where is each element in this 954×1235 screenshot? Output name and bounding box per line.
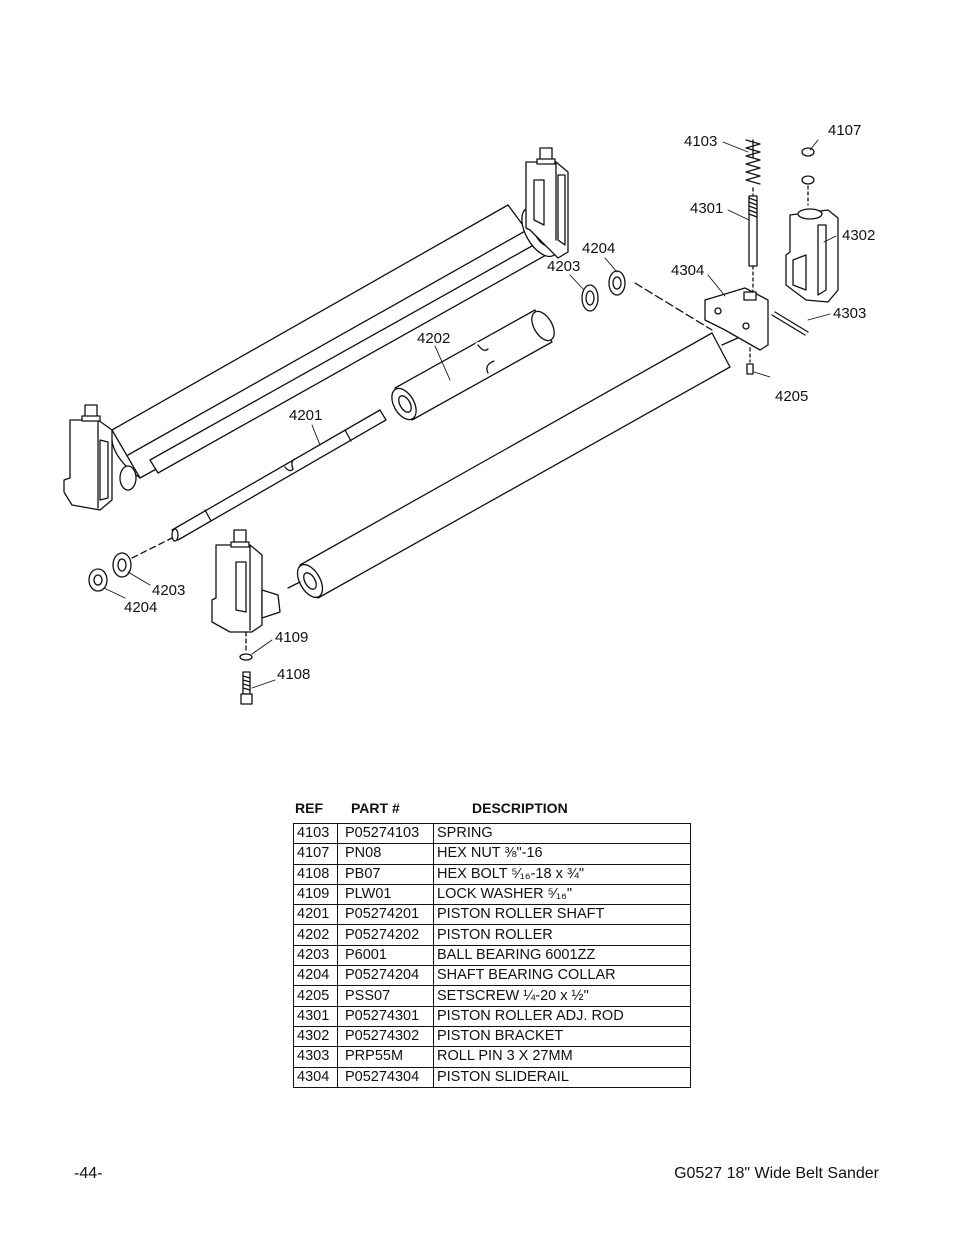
callout-4202: 4202 xyxy=(417,330,451,347)
callout-4204-left: 4204 xyxy=(124,599,158,616)
cell-part-number: P05274103 xyxy=(337,822,434,845)
header-part-number: PART # xyxy=(351,800,400,816)
piston-roller xyxy=(391,309,555,421)
cell-description: PISTON ROLLER SHAFT xyxy=(433,904,691,926)
cell-ref: 4103 xyxy=(293,822,338,845)
cell-ref: 4304 xyxy=(293,1066,338,1088)
cell-description: HEX NUT ⅜"-16 xyxy=(433,843,691,865)
cell-part-number: PLW01 xyxy=(337,883,434,906)
cell-ref: 4202 xyxy=(293,924,338,946)
rear-left-bracket xyxy=(63,404,137,511)
cell-description: PISTON BRACKET xyxy=(433,1025,691,1048)
callout-4301: 4301 xyxy=(690,200,724,217)
cell-ref: 4301 xyxy=(293,1005,338,1027)
callout-4304: 4304 xyxy=(671,262,705,279)
callout-leaders xyxy=(103,139,837,689)
callout-4204-top: 4204 xyxy=(582,240,616,257)
bearing-collar-left xyxy=(88,537,173,592)
cell-part-number: P6001 xyxy=(337,944,434,967)
cell-ref: 4205 xyxy=(293,985,338,1007)
cell-ref: 4107 xyxy=(293,843,338,865)
cell-ref: 4108 xyxy=(293,863,338,885)
cell-ref: 4204 xyxy=(293,965,338,987)
cell-part-number: P05274201 xyxy=(337,904,434,926)
cell-part-number: P05274302 xyxy=(337,1025,434,1048)
cell-description: PISTON ROLLER xyxy=(433,924,691,946)
cell-part-number: P05274202 xyxy=(337,924,434,946)
manual-title: G0527 18" Wide Belt Sander xyxy=(674,1165,879,1182)
cell-description: PISTON SLIDERAIL xyxy=(433,1066,691,1088)
front-left-bracket xyxy=(211,529,281,651)
page-number: -44- xyxy=(74,1165,103,1182)
piston-sliderail xyxy=(704,287,809,375)
rear-right-bracket xyxy=(525,147,569,259)
cell-part-number: P05274301 xyxy=(337,1005,434,1027)
exploded-parts-diagram xyxy=(63,139,839,705)
callout-4303: 4303 xyxy=(833,305,867,322)
callout-4205: 4205 xyxy=(775,388,809,405)
callout-4109: 4109 xyxy=(275,629,309,646)
bearing-collar-right xyxy=(581,270,713,331)
piston-bracket xyxy=(785,147,839,303)
header-description: DESCRIPTION xyxy=(472,800,568,816)
cell-part-number: PSS07 xyxy=(337,985,434,1007)
callout-4108: 4108 xyxy=(277,666,311,683)
front-roller xyxy=(287,332,741,599)
callout-4201: 4201 xyxy=(289,407,323,424)
cell-description: SPRING xyxy=(433,822,691,845)
callout-4302: 4302 xyxy=(842,227,876,244)
cell-description: BALL BEARING 6001ZZ xyxy=(433,944,691,967)
cell-part-number: PN08 xyxy=(337,843,434,865)
cell-description: HEX BOLT ⁵⁄₁₆-18 x ¾" xyxy=(433,863,691,885)
cell-description: SHAFT BEARING COLLAR xyxy=(433,965,691,987)
cell-part-number: P05274204 xyxy=(337,965,434,987)
spring-and-adj-rod xyxy=(745,139,761,293)
cell-part-number: P05274304 xyxy=(337,1066,434,1088)
callout-4103: 4103 xyxy=(684,133,718,150)
cell-description: LOCK WASHER ⁵⁄₁₆" xyxy=(433,883,691,906)
cell-description: SETSCREW ¼-20 x ½" xyxy=(433,985,691,1007)
callout-4203-left: 4203 xyxy=(152,582,186,599)
cell-part-number: PB07 xyxy=(337,863,434,885)
piston-roller-shaft xyxy=(171,409,387,542)
cell-ref: 4303 xyxy=(293,1046,338,1068)
cell-ref: 4302 xyxy=(293,1025,338,1048)
cell-description: ROLL PIN 3 X 27MM xyxy=(433,1046,691,1068)
hex-bolt-and-washer xyxy=(239,653,253,705)
callout-4203-top: 4203 xyxy=(547,258,581,275)
cell-description: PISTON ROLLER ADJ. ROD xyxy=(433,1005,691,1027)
callout-4107: 4107 xyxy=(828,122,862,139)
cell-ref: 4201 xyxy=(293,904,338,926)
cell-ref: 4109 xyxy=(293,883,338,906)
cell-ref: 4203 xyxy=(293,944,338,967)
cell-part-number: PRP55M xyxy=(337,1046,434,1068)
header-ref: REF xyxy=(295,800,323,816)
